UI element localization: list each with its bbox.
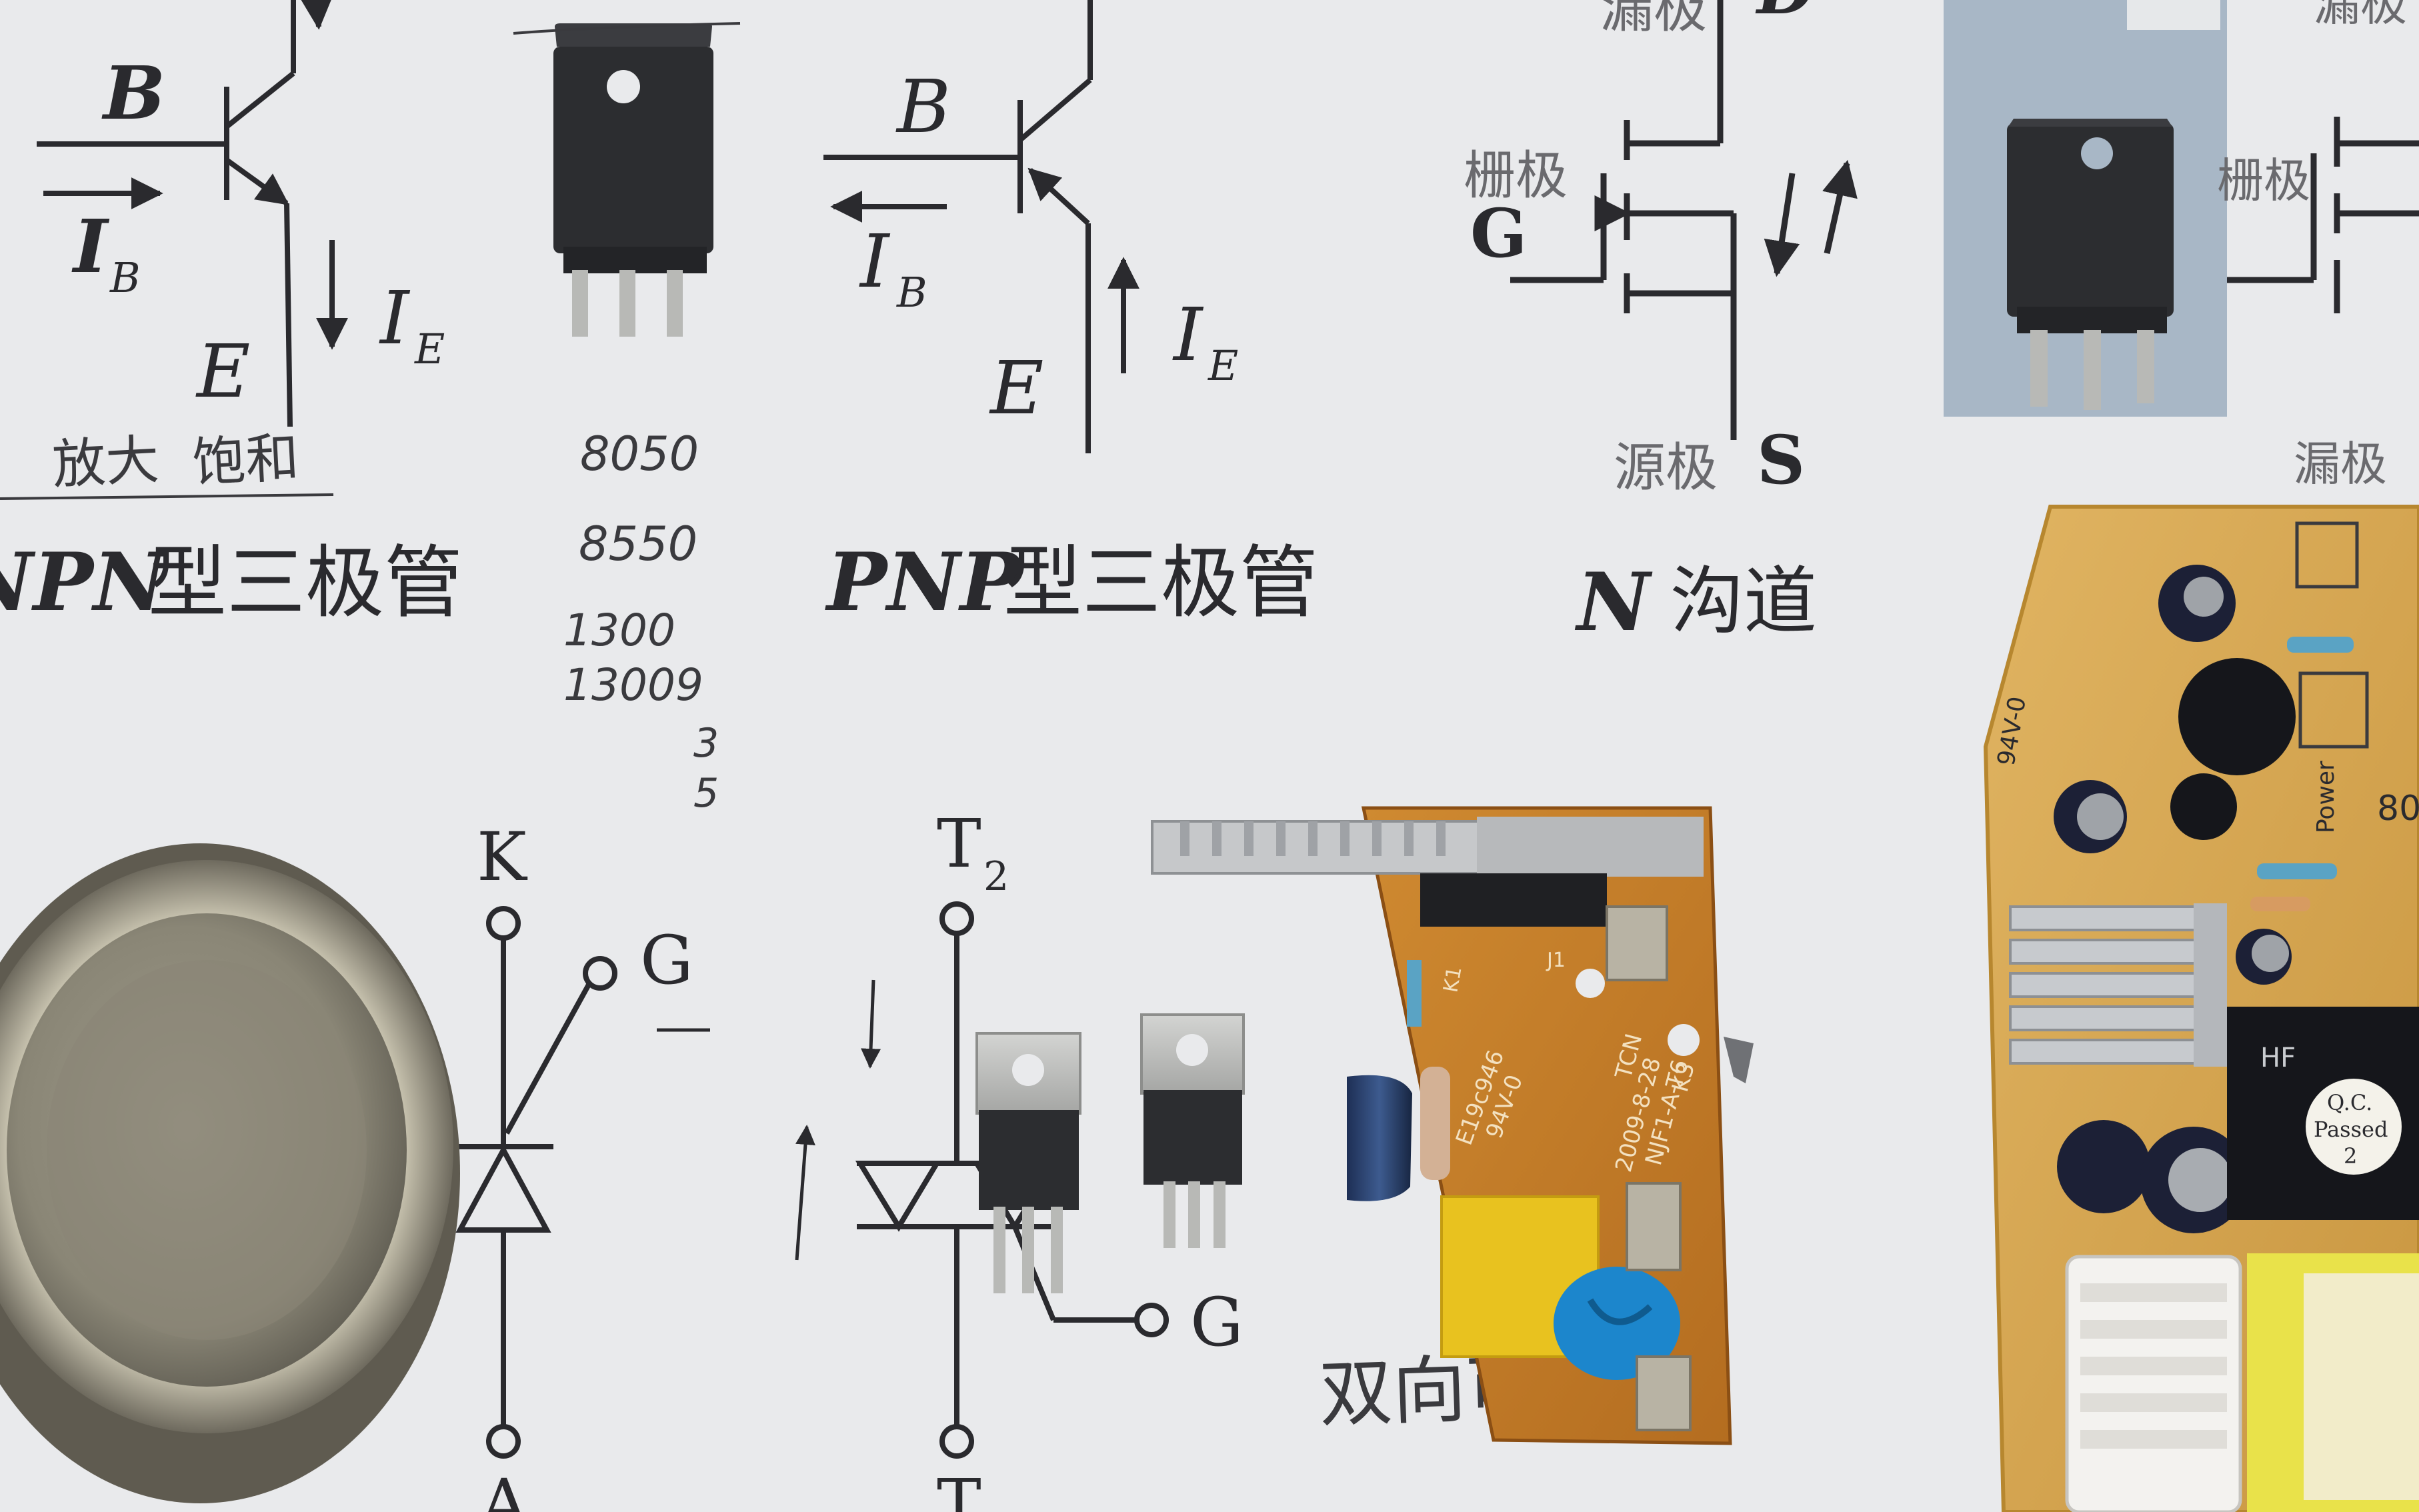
small-pcb-plastic-tab	[1724, 1037, 1754, 1083]
npn-note-saturate: 饱和	[191, 427, 301, 494]
pencil-scribble-top	[513, 22, 741, 35]
small-pcb-label-k1: K1	[1439, 965, 1466, 994]
mosfet-label-drain-cn: 漏极	[1600, 0, 1707, 39]
mosfet-right-label-gate: 栅极	[2217, 153, 2310, 208]
pnp-title-cn: 型三极管	[1003, 537, 1318, 629]
npn-label-ie: I	[379, 275, 411, 361]
triac-label-t2: T	[937, 805, 981, 883]
to220-triac-2	[1140, 1013, 1245, 1248]
npn-label-ie-sub: E	[414, 325, 445, 373]
part-number-3: 1300	[563, 605, 675, 656]
pnp-label-e: E	[989, 345, 1043, 431]
mosfet-label-gate: G	[1470, 194, 1527, 273]
to220-triac-1	[975, 1032, 1081, 1293]
pnp-title-latin: PNP	[825, 535, 1023, 629]
mosfet-title-letter: N	[1574, 555, 1653, 649]
mosfet-label-source-cn: 源极	[1614, 438, 1718, 498]
pnp-label-ib: I	[859, 219, 891, 304]
mosfet-label-drain: D	[1755, 0, 1815, 29]
pnp-label-b: B	[895, 64, 951, 149]
mosfet-right-partial-symbol	[2227, 117, 2419, 313]
part-number-4: 13009	[563, 659, 703, 711]
scr-label-k: K	[477, 818, 528, 896]
small-pcb-label-j1: J1	[1546, 949, 1566, 972]
pnp-symbol	[823, 0, 1139, 453]
mosfet-right-label-drain-bottom: 漏极	[2294, 437, 2387, 491]
npn-symbol	[37, 0, 348, 427]
large-pcb-qc-line1: Q.C.	[2327, 1090, 2372, 1115]
npn-label-e: E	[195, 329, 250, 414]
large-pcb-relay-label: HF	[2260, 1043, 2296, 1073]
triac-label-g: G	[1190, 1283, 1244, 1361]
to247-transistor-1	[553, 23, 713, 337]
mosfet-symbol	[1510, 0, 1858, 440]
part-number-2: 8550	[579, 517, 697, 571]
large-pcb-power-label: Power	[2312, 761, 2340, 833]
npn-title-latin: NPN	[0, 535, 169, 629]
mosfet-label-source: S	[1757, 421, 1805, 499]
disk-thyristor	[0, 843, 460, 1503]
large-pcb-qc-line3: 2	[2344, 1143, 2357, 1169]
large-pcb-board: HF Q.C. Passed 2 94V-0 Power 80	[1983, 505, 2419, 1512]
triac-label-t1: T	[937, 1465, 981, 1512]
npn-note-amplify: 放大	[51, 429, 161, 496]
part-number-5: 3	[693, 720, 719, 767]
large-pcb-qc-line2: Passed	[2314, 1117, 2388, 1142]
mosfet-label-gate-cn: 栅极	[1464, 146, 1568, 206]
pnp-label-ib-sub: B	[896, 268, 927, 317]
npn-label-ib: I	[71, 203, 110, 289]
npn-title-cn: 型三极管	[148, 537, 463, 629]
paper-tag	[2127, 0, 2220, 30]
npn-note-underline	[0, 493, 334, 500]
npn-label-b: B	[101, 50, 165, 136]
pnp-label-ie: I	[1172, 292, 1204, 377]
scr-label-g: G	[640, 921, 693, 999]
mosfet-right-label-drain-top: 漏极	[2314, 0, 2407, 31]
scr-label-a: A	[479, 1465, 529, 1512]
npn-label-ib-sub: B	[109, 253, 141, 302]
part-number-6: 5	[693, 770, 719, 817]
triac-label-t2-sub: 2	[983, 853, 1009, 900]
part-number-1: 8050	[580, 427, 699, 481]
to247-transistor-2	[2007, 119, 2174, 410]
scr-symbol	[453, 906, 710, 1459]
pnp-label-ie-sub: E	[1207, 341, 1238, 390]
large-pcb-label-80: 80	[2377, 789, 2419, 829]
mosfet-title-cn: 沟道	[1670, 559, 1817, 644]
small-pcb-board: 94V-0 E19c946 TCN 2009-8-28 NJF1-A-T6 K3…	[1151, 806, 1732, 1445]
